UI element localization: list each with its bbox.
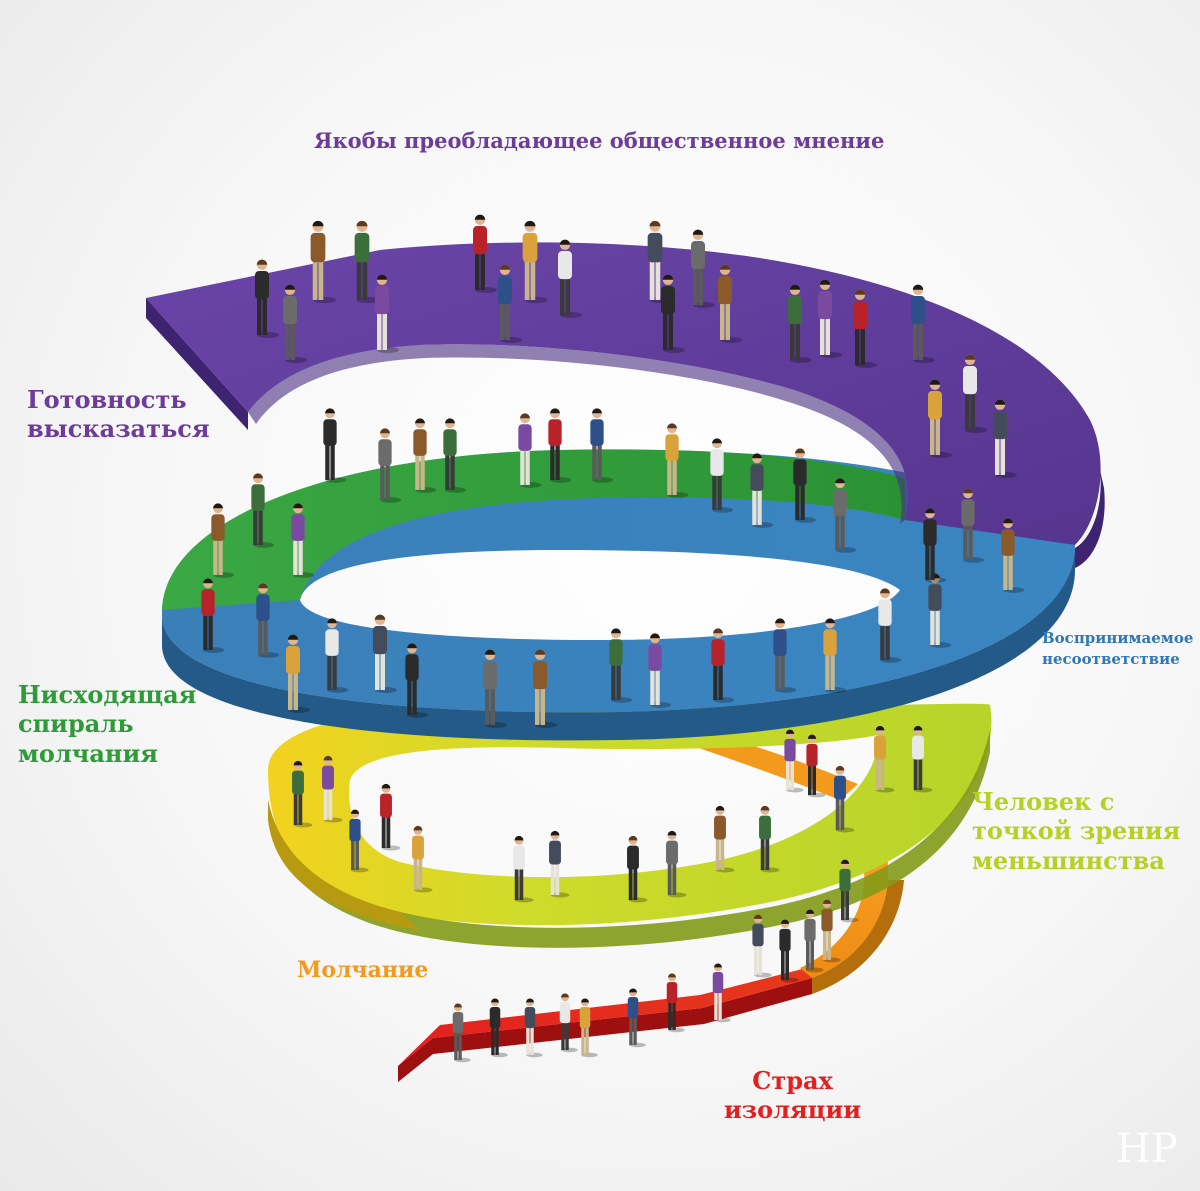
person-figure xyxy=(818,279,842,358)
person-figure xyxy=(923,508,947,583)
person-figure xyxy=(310,220,336,304)
readiness-label: Готовность высказаться xyxy=(27,385,210,444)
person-figure xyxy=(473,214,497,293)
person-figure xyxy=(518,413,542,488)
person-figure xyxy=(498,264,522,343)
person-figure xyxy=(325,618,349,693)
person-figure xyxy=(853,289,877,368)
person-figure xyxy=(255,259,279,338)
person-figure xyxy=(779,919,799,983)
person-figure xyxy=(405,643,429,718)
person-figure xyxy=(788,284,812,363)
person-figure xyxy=(375,274,399,353)
person-figure xyxy=(283,284,307,363)
person-figure xyxy=(251,473,275,548)
prevailing-opinion-label: Якобы преобладающее общественное мнение xyxy=(314,128,885,153)
person-figure xyxy=(665,423,689,498)
person-figure xyxy=(513,835,534,903)
person-figure xyxy=(286,634,310,713)
person-figure xyxy=(878,588,902,663)
person-figure xyxy=(993,399,1017,478)
person-figure xyxy=(452,1003,471,1063)
person-figure xyxy=(666,973,685,1033)
person-figure xyxy=(804,909,824,973)
person-figure xyxy=(961,488,985,563)
person-figure xyxy=(378,428,402,503)
person-figure xyxy=(548,408,572,483)
person-figure xyxy=(752,914,772,978)
person-figure xyxy=(661,274,685,353)
person-figure xyxy=(834,765,855,833)
person-figure xyxy=(627,835,648,903)
person-figure xyxy=(806,734,826,798)
people-figures xyxy=(201,214,1025,1063)
person-figure xyxy=(590,408,614,483)
person-figure xyxy=(413,418,437,493)
person-figure xyxy=(291,503,315,578)
person-figure xyxy=(349,809,369,873)
person-figure xyxy=(579,998,598,1058)
person-figure xyxy=(443,418,467,493)
fear-of-isolation-label: Страх изоляции xyxy=(724,1066,862,1125)
person-figure xyxy=(354,220,380,304)
person-figure xyxy=(928,573,952,648)
person-figure xyxy=(256,583,280,658)
band-fear-of-isolation xyxy=(398,965,818,1082)
person-figure xyxy=(784,729,804,793)
person-figure xyxy=(691,229,715,308)
silence-label: Молчание xyxy=(297,957,429,983)
person-figure xyxy=(911,284,935,363)
person-figure xyxy=(201,578,225,653)
downward-spiral-label: Нисходящая спираль молчания xyxy=(18,680,197,768)
person-figure xyxy=(823,618,847,693)
person-figure xyxy=(714,805,735,873)
person-figure xyxy=(750,453,774,528)
person-figure xyxy=(524,998,543,1058)
person-figure xyxy=(609,628,633,703)
person-figure xyxy=(793,448,817,523)
person-figure xyxy=(912,725,933,793)
person-figure xyxy=(666,830,687,898)
perceived-mismatch-label: Воспринимаемое несоответствие xyxy=(1042,629,1194,668)
person-figure xyxy=(627,988,646,1048)
svg-text:HP: HP xyxy=(1116,1126,1176,1170)
person-figure xyxy=(559,993,578,1053)
minority-view-label: Человек с точкой зрения меньшинства xyxy=(972,787,1181,875)
person-figure xyxy=(322,755,343,823)
person-figure xyxy=(211,503,235,578)
person-figure xyxy=(710,438,734,513)
person-figure xyxy=(483,649,507,728)
person-figure xyxy=(928,379,952,458)
person-figure xyxy=(489,998,508,1058)
person-figure xyxy=(712,963,731,1023)
person-figure xyxy=(773,618,797,693)
person-figure xyxy=(522,220,548,304)
person-figure xyxy=(323,408,347,483)
monogram-watermark-icon: HP xyxy=(1116,1126,1176,1170)
person-figure xyxy=(963,354,987,433)
person-figure xyxy=(549,830,570,898)
band-minority-view xyxy=(268,703,992,948)
person-figure xyxy=(759,805,780,873)
person-figure xyxy=(711,628,735,703)
person-figure xyxy=(718,264,742,343)
person-figure xyxy=(412,825,433,893)
person-figure xyxy=(874,725,895,793)
person-figure xyxy=(292,760,313,828)
person-figure xyxy=(1001,518,1025,593)
person-figure xyxy=(647,220,673,304)
person-figure xyxy=(839,859,859,923)
person-figure xyxy=(648,633,672,708)
person-figure xyxy=(833,478,857,553)
person-figure xyxy=(821,899,841,963)
person-figure xyxy=(380,783,401,851)
person-figure xyxy=(533,649,557,728)
person-figure xyxy=(558,239,582,318)
person-figure xyxy=(373,614,397,693)
